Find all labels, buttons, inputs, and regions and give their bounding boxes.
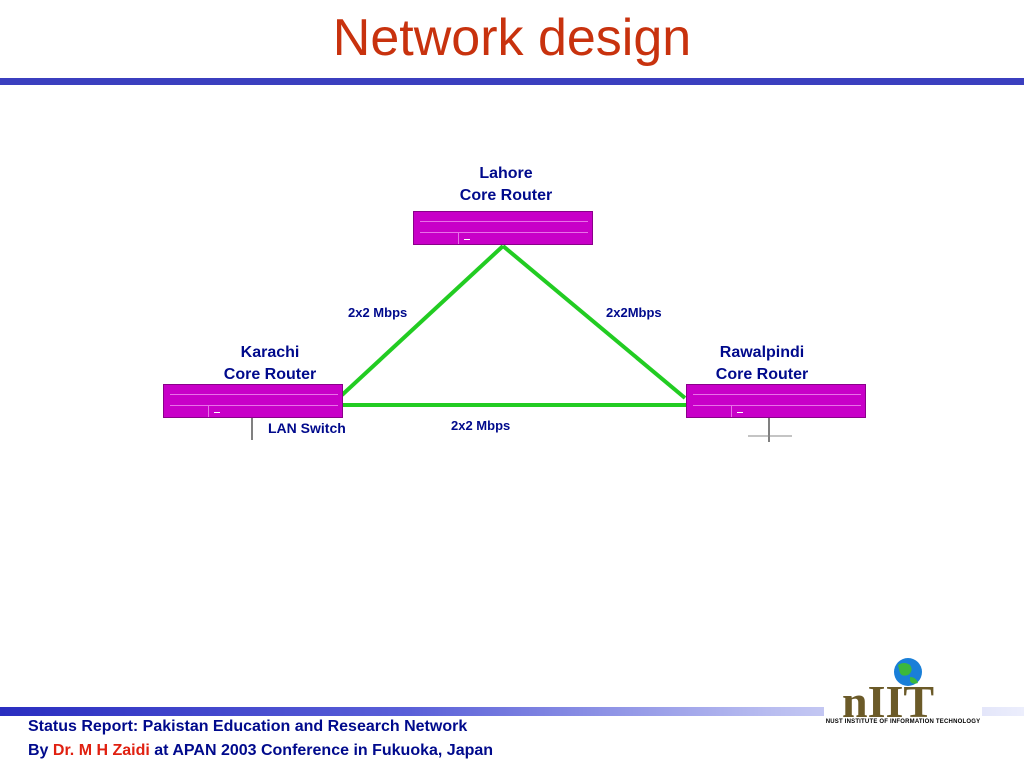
karachi-name: Karachi — [240, 344, 300, 361]
rawalpindi-label: Rawalpindi Core Router — [672, 342, 852, 386]
footer-by: By — [28, 742, 49, 759]
link-karachi-lahore — [340, 244, 505, 397]
footer-byline: By Dr. M H Zaidi at APAN 2003 Conference… — [28, 742, 493, 760]
rawalpindi-name: Rawalpindi — [719, 344, 805, 361]
title-divider — [0, 78, 1024, 85]
lahore-name: Lahore — [479, 165, 533, 182]
lahore-label: Lahore Core Router — [420, 163, 592, 207]
footer-conference: at APAN 2003 Conference in Fukuoka, Japa… — [154, 742, 494, 759]
link-label-karachi-rawalpindi: 2x2 Mbps — [451, 418, 511, 433]
footer-divider — [0, 707, 1024, 716]
karachi-role: Core Router — [223, 366, 317, 383]
rawalpindi-role: Core Router — [715, 366, 809, 383]
slide-title: Network design — [332, 9, 692, 67]
link-label-karachi-lahore: 2x2 Mbps — [348, 305, 408, 320]
logo-caption: NUST INSTITUTE OF INFORMATION TECHNOLOGY — [825, 719, 981, 725]
rawalpindi-router-icon — [686, 384, 866, 418]
lahore-role: Core Router — [459, 187, 553, 204]
karachi-label: Karachi Core Router — [180, 342, 360, 386]
footer-author: Dr. M H Zaidi — [52, 742, 150, 759]
logo-wordmark: nIIT — [842, 676, 934, 727]
link-lahore-rawalpindi — [501, 244, 687, 400]
footer-report-title: Status Report: Pakistan Education and Re… — [28, 718, 468, 735]
lahore-router-icon — [413, 211, 593, 245]
niit-logo: nIIT — [824, 655, 982, 733]
karachi-router-icon — [163, 384, 343, 418]
link-label-lahore-rawalpindi: 2x2Mbps — [606, 305, 662, 320]
lan-switch-label: LAN Switch — [268, 420, 346, 436]
